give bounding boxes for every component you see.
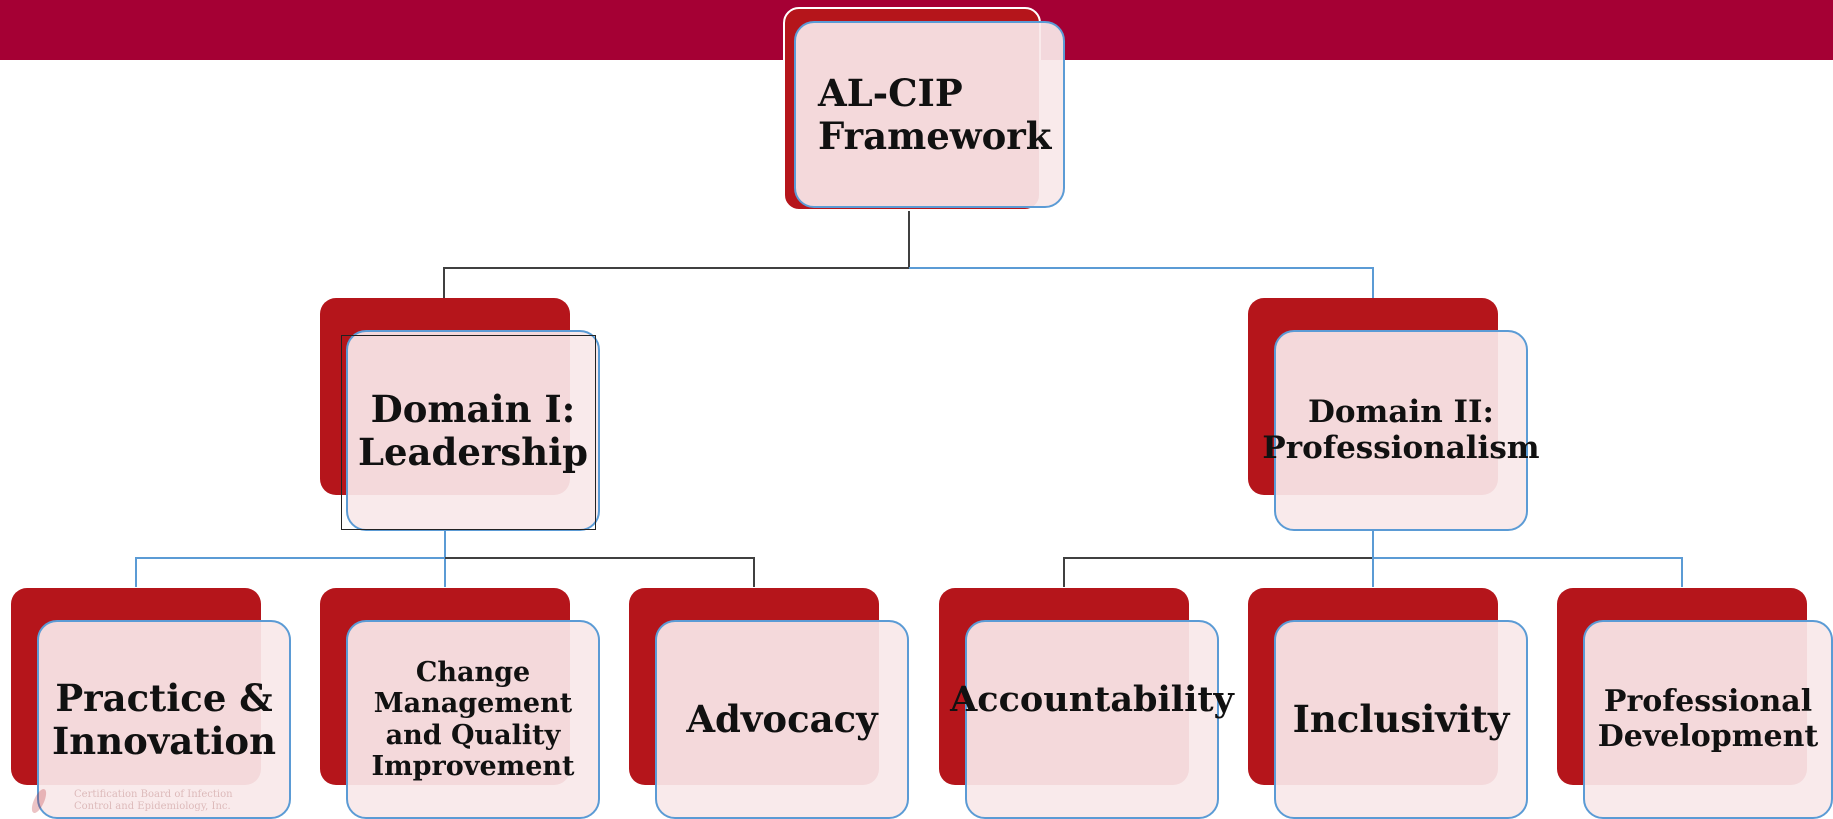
leaf-label-advocacy: Advocacy xyxy=(686,697,878,742)
leaf-node-professional-development: Professional Development xyxy=(1557,588,1833,819)
root-node: AL-CIP Framework xyxy=(782,5,1066,211)
domain-1-node: Domain I: Leadership xyxy=(320,298,600,531)
leaf-box: Inclusivity xyxy=(1274,620,1528,819)
leaf-node-practice-innovation: Practice & Innovation xyxy=(11,588,291,819)
domain-2-box: Domain II: Professionalism xyxy=(1262,330,1540,531)
leaf-box: Accountability xyxy=(950,620,1234,819)
connector-root-domain-1 xyxy=(443,206,910,298)
connector-domain-1-child-3 xyxy=(445,557,755,587)
domain-1-box: Domain I: Leadership xyxy=(346,330,600,531)
watermark-organization-text: Certification Board of Infection Control… xyxy=(74,789,233,812)
leaf-label-professional-development: Professional Development xyxy=(1597,684,1819,754)
watermark: Certification Board of Infection Control… xyxy=(28,786,233,816)
leaf-label-accountability: Accountability xyxy=(950,679,1234,720)
leaf-node-change-management: Change Management and Quality Improvemen… xyxy=(320,588,600,819)
connector-domain-2-child-3 xyxy=(1373,557,1683,587)
root-node-label: AL-CIP Framework xyxy=(818,70,1052,158)
connector-root-domain-2 xyxy=(909,267,1374,298)
leaf-box: Change Management and Quality Improvemen… xyxy=(346,620,600,819)
leaf-box: Advocacy xyxy=(655,620,909,819)
connector-domain-1-child-1 xyxy=(135,530,446,587)
selection-frame[interactable] xyxy=(341,335,596,530)
domain-1-label: Domain I: Leadership xyxy=(357,386,589,474)
leaf-label-practice-innovation: Practice & Innovation xyxy=(52,675,276,763)
connector-domain-2-child-1 xyxy=(1063,530,1374,587)
cbic-flame-logo-icon xyxy=(28,786,58,816)
root-node-box: AL-CIP Framework xyxy=(794,21,1065,208)
domain-2-label: Domain II: Professionalism xyxy=(1262,393,1540,466)
leaf-label-inclusivity: Inclusivity xyxy=(1292,697,1510,742)
leaf-box: Practice & Innovation xyxy=(37,620,291,819)
leaf-box: Professional Development xyxy=(1583,620,1833,819)
leaf-label-change-management: Change Management and Quality Improvemen… xyxy=(371,657,575,782)
domain-2-node: Domain II: Professionalism xyxy=(1248,298,1540,531)
leaf-node-advocacy: Advocacy xyxy=(629,588,909,819)
leaf-node-inclusivity: Inclusivity xyxy=(1248,588,1528,819)
leaf-node-accountability: Accountability xyxy=(939,588,1234,819)
